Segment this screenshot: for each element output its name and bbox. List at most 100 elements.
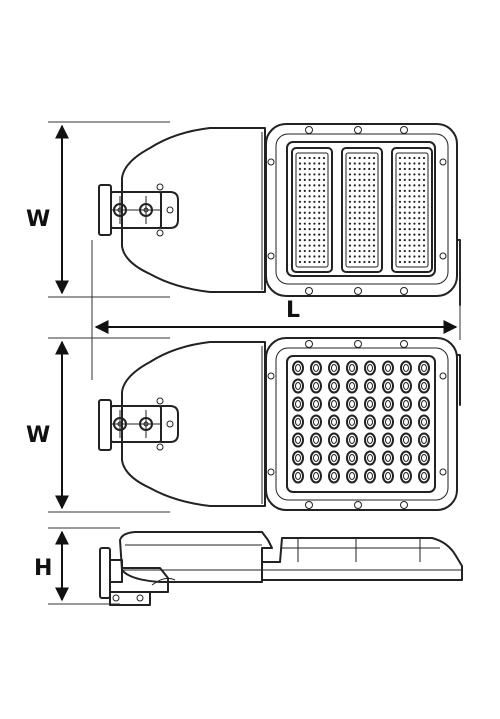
led-chip-dot xyxy=(348,260,352,264)
led-chip-dot xyxy=(398,239,402,242)
led-chip-dot xyxy=(322,167,326,171)
led-chip-dot xyxy=(313,233,316,236)
led-chip-dot xyxy=(413,167,416,171)
led-chip-dot xyxy=(372,206,376,209)
led-chip-dot xyxy=(308,167,311,171)
led-lens xyxy=(364,396,376,412)
led-chip-dot xyxy=(408,184,411,187)
led-chip-dot xyxy=(313,228,316,231)
mounting-bracket-2 xyxy=(98,397,179,451)
led-chip-dot xyxy=(363,195,366,198)
led-chip-dot xyxy=(368,255,371,258)
led-chip-dot xyxy=(313,184,316,187)
led-chip-dot xyxy=(422,222,426,225)
led-chip-dot xyxy=(422,239,426,242)
led-chip-dot xyxy=(348,228,352,231)
led-chip-dot xyxy=(418,239,421,242)
led-chip-dot xyxy=(322,173,326,176)
led-chip-dot xyxy=(363,233,366,236)
led-chip-dot xyxy=(403,239,406,242)
led-chip-dot xyxy=(322,162,326,165)
led-chip-dot xyxy=(313,195,316,198)
led-chip-dot xyxy=(413,217,416,220)
led-chip-dot xyxy=(313,249,316,253)
led-lens xyxy=(310,378,322,394)
led-chip-dot xyxy=(322,217,326,220)
led-chip-dot xyxy=(363,156,366,160)
led-chip-dot xyxy=(318,255,321,258)
led-chip-dot xyxy=(368,184,371,187)
led-lens xyxy=(418,396,430,412)
lamp-head-side xyxy=(261,537,463,581)
led-chip-dot xyxy=(308,211,311,214)
led-chip-dot xyxy=(413,162,416,165)
led-lens xyxy=(400,396,412,412)
led-chip-dot xyxy=(348,173,352,176)
led-chip-dot xyxy=(363,249,366,253)
led-chip-dot xyxy=(353,239,356,242)
led-chip-dot xyxy=(308,173,311,176)
led-chip-dot xyxy=(358,167,361,171)
led-chip-dot xyxy=(348,211,352,214)
led-chip-dot xyxy=(422,173,426,176)
led-chip-dot xyxy=(313,162,316,165)
led-chip-dot xyxy=(298,189,302,192)
led-chip-dot xyxy=(363,206,366,209)
led-lens xyxy=(418,360,430,376)
led-chip-dot xyxy=(298,167,302,171)
led-chip-dot xyxy=(353,249,356,253)
led-chip-dot xyxy=(403,195,406,198)
led-lens xyxy=(364,360,376,376)
led-chip-dot xyxy=(403,255,406,258)
led-chip-dot xyxy=(298,244,302,247)
led-lens xyxy=(292,414,304,430)
led-chip-dot xyxy=(318,206,321,209)
led-chip-dot xyxy=(298,206,302,209)
led-chip-dot xyxy=(372,156,376,160)
led-lens xyxy=(400,378,412,394)
led-chip-dot xyxy=(318,228,321,231)
led-chip-dot xyxy=(413,249,416,253)
led-chip-dot xyxy=(353,189,356,192)
led-lens xyxy=(346,414,358,430)
driver-body-side xyxy=(119,531,273,583)
led-chip-dot xyxy=(318,156,321,160)
led-chip-dot xyxy=(413,178,416,181)
led-chip-dot xyxy=(403,211,406,214)
driver-housing-2 xyxy=(121,341,266,507)
led-chip-dot xyxy=(418,162,421,165)
led-chip-dot xyxy=(348,167,352,171)
led-chip-dot xyxy=(313,217,316,220)
led-lens xyxy=(328,450,340,466)
led-chip-dot xyxy=(318,184,321,187)
led-chip-dot xyxy=(348,162,352,165)
led-chip-dot xyxy=(358,233,361,236)
led-chip-dot xyxy=(398,211,402,214)
led-chip-dot xyxy=(358,189,361,192)
led-chip-dot xyxy=(313,200,316,203)
led-chip-dot xyxy=(372,184,376,187)
led-chip-dot xyxy=(372,260,376,264)
led-chip-dot xyxy=(422,255,426,258)
led-chip-dot xyxy=(308,206,311,209)
led-chip-dot xyxy=(298,211,302,214)
led-chip-dot xyxy=(358,228,361,231)
led-chip-dot xyxy=(318,200,321,203)
led-chip-dot xyxy=(348,206,352,209)
led-chip-dot xyxy=(408,249,411,253)
led-chip-dot xyxy=(413,222,416,225)
led-chip-dot xyxy=(398,222,402,225)
led-lens xyxy=(346,468,358,484)
led-chip-dot xyxy=(358,200,361,203)
led-lens xyxy=(418,450,430,466)
led-chip-dot xyxy=(308,217,311,220)
led-chip-dot xyxy=(422,217,426,220)
led-chip-dot xyxy=(398,178,402,181)
led-chip-dot xyxy=(413,233,416,236)
led-chip-dot xyxy=(418,173,421,176)
led-chip-dot xyxy=(372,200,376,203)
led-chip-dot xyxy=(372,255,376,258)
led-lens xyxy=(364,432,376,448)
led-chip-dot xyxy=(308,195,311,198)
